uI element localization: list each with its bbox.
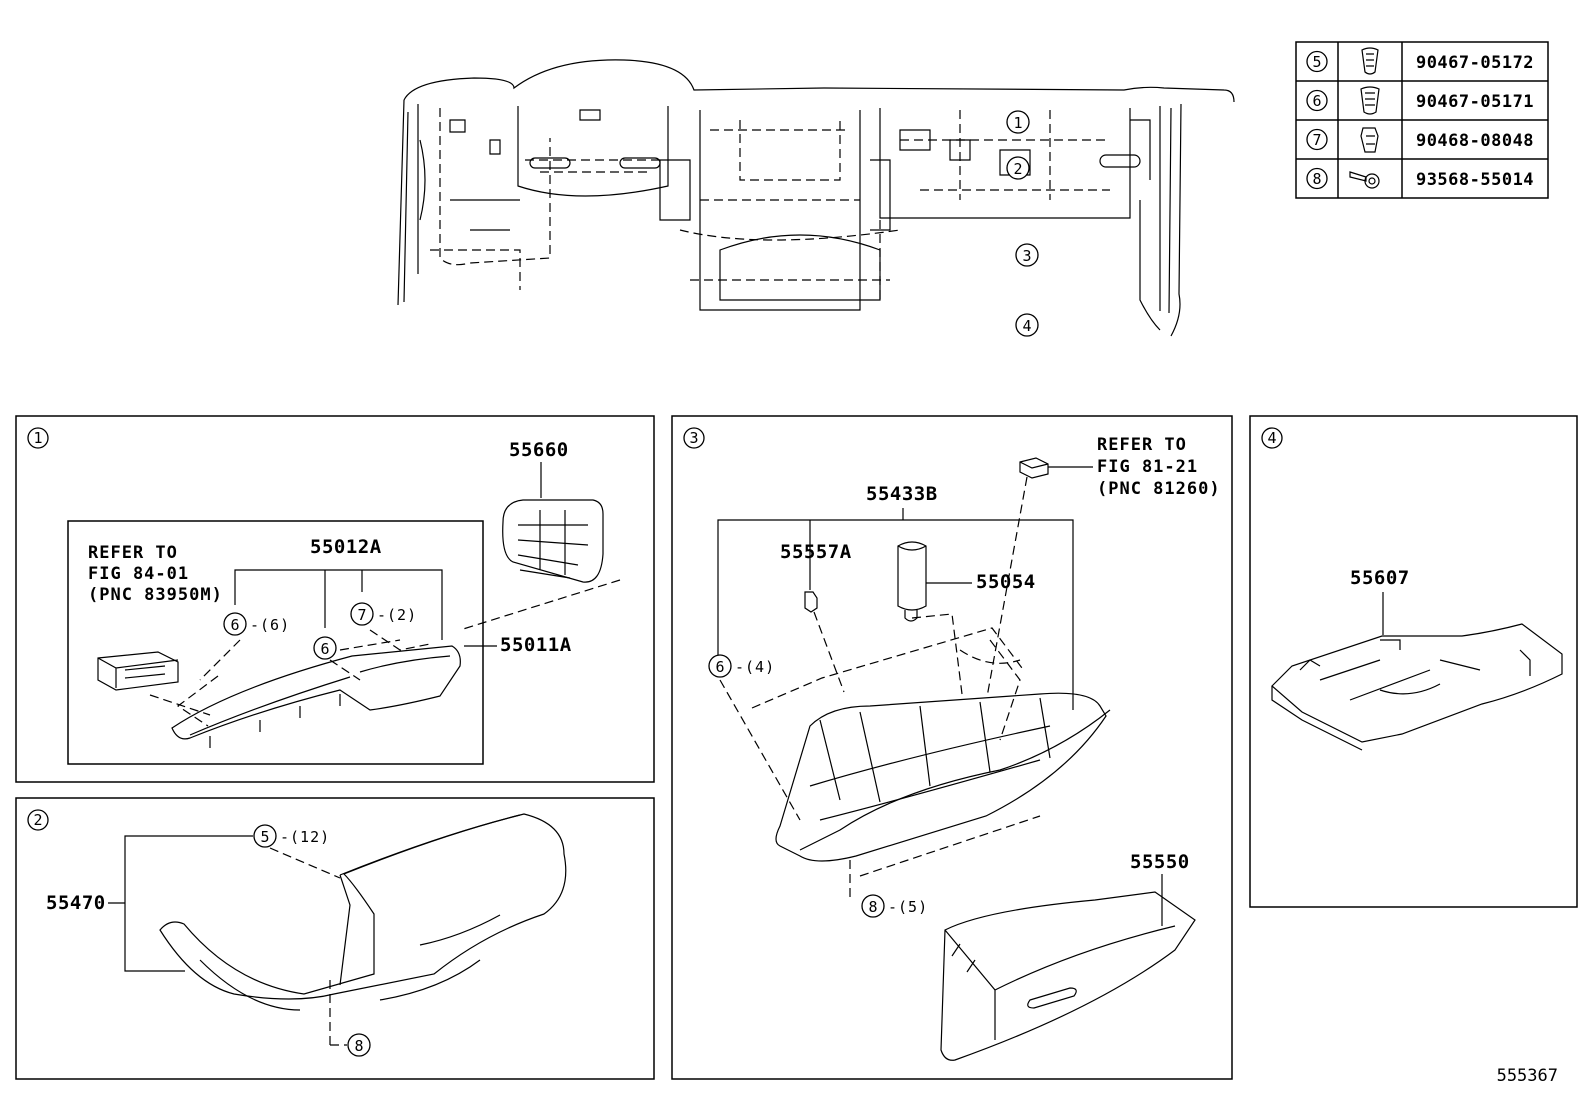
svg-text:1: 1 — [1013, 114, 1022, 132]
fastener-row: 8 93568-55014 — [1306, 167, 1534, 190]
fastener-row: 5 90467-05172 — [1306, 47, 1534, 75]
clip-icon — [1360, 86, 1380, 115]
fastener-ref: 8 — [1312, 170, 1321, 188]
overview-callout: 4 — [1015, 313, 1039, 337]
glovebox-frame-drawing — [775, 692, 1111, 862]
fastener-ref: 7 — [1312, 131, 1321, 149]
fastener-part-number: 90467-05172 — [1416, 53, 1534, 73]
trim-panel-drawing — [171, 645, 461, 748]
clip-icon — [1360, 127, 1379, 153]
svg-text:-(4): -(4) — [735, 658, 775, 676]
svg-text:7: 7 — [357, 606, 366, 624]
svg-text:8: 8 — [354, 1037, 363, 1055]
part-number: 55607 — [1350, 567, 1410, 589]
svg-text:-(12): -(12) — [280, 828, 330, 846]
leader-lines — [149, 579, 621, 727]
refer-note: (PNC 81260) — [1097, 479, 1221, 499]
svg-text:4: 4 — [1022, 317, 1031, 335]
svg-text:5: 5 — [260, 828, 269, 846]
svg-text:-(5): -(5) — [888, 898, 928, 916]
clip-icon — [1361, 47, 1379, 75]
clip-callout: 8 — [347, 1033, 371, 1057]
damper-drawing — [897, 541, 927, 622]
fastener-part-number: 93568-55014 — [1416, 170, 1534, 190]
part-number: 55470 — [46, 892, 106, 914]
panel-ref: 3 — [689, 429, 698, 447]
refer-note: (PNC 83950M) — [88, 585, 223, 605]
refer-note: REFER TO — [88, 543, 178, 563]
svg-text:3: 3 — [1022, 247, 1031, 265]
switch-drawing — [97, 651, 179, 691]
diagram-code: 555367 — [1497, 1066, 1558, 1086]
svg-text:2: 2 — [1013, 160, 1022, 178]
part-number: 55011A — [500, 634, 572, 656]
panel-3: 3 REFER TO FIG 81-21 (PNC 81260) 55433B … — [671, 415, 1233, 1080]
svg-text:6: 6 — [715, 658, 724, 676]
clip-callout: 6 -(6) — [223, 612, 290, 636]
fastener-ref: 6 — [1312, 92, 1321, 110]
clip-callout: 6 — [313, 636, 337, 660]
dashboard-frame-drawing — [397, 59, 1235, 337]
fastener-part-number: 90467-05171 — [1416, 92, 1534, 112]
subassembly-box — [67, 520, 484, 765]
panel-ref: 1 — [33, 429, 42, 447]
part-number: 55557A — [780, 541, 852, 563]
fastener-ref: 5 — [1312, 53, 1321, 71]
svg-text:8: 8 — [868, 898, 877, 916]
refer-note: FIG 84-01 — [88, 564, 189, 584]
svg-text:6: 6 — [320, 640, 329, 658]
panel-1: 1 55660 REFER TO FIG 84-01 (PNC 83950M) … — [15, 415, 655, 783]
clip-callout: 7 -(2) — [350, 602, 417, 626]
clip-callout: 8 -(5) — [861, 894, 928, 918]
refer-note: FIG 81-21 — [1097, 457, 1198, 477]
clip-callout: 5 -(12) — [253, 824, 330, 848]
panel-ref: 2 — [33, 811, 42, 829]
part-number: 55054 — [976, 571, 1036, 593]
vent-drawing — [502, 499, 604, 583]
glovebox-door-drawing — [940, 891, 1196, 1061]
overview-callout: 2 — [1006, 156, 1030, 180]
panel-ref: 4 — [1267, 429, 1276, 447]
svg-text:-(2): -(2) — [377, 606, 417, 624]
clip-callout: 6 -(4) — [708, 654, 775, 678]
refer-note: REFER TO — [1097, 435, 1187, 455]
bumper-drawing — [804, 591, 818, 613]
switch-drawing — [1019, 457, 1049, 479]
part-number: 55433B — [866, 483, 938, 505]
panel-4: 4 55607 — [1249, 415, 1578, 908]
overview-callout: 3 — [1015, 243, 1039, 267]
overview-callout: 1 — [1006, 110, 1030, 134]
fastener-table — [1295, 41, 1549, 199]
svg-text:6: 6 — [230, 616, 239, 634]
panel-2: 2 5 -(12) 55470 8 — [15, 797, 655, 1080]
part-number: 55660 — [509, 439, 569, 461]
part-number: 55550 — [1130, 851, 1190, 873]
overview-callouts: 1 2 3 4 — [1006, 110, 1039, 337]
fastener-row: 6 90467-05171 — [1306, 86, 1534, 115]
fastener-part-number: 90468-08048 — [1416, 131, 1534, 151]
fastener-row: 7 90468-08048 — [1306, 127, 1534, 153]
lower-cover-drawing — [159, 813, 567, 1011]
part-number: 55012A — [310, 536, 382, 558]
svg-text:-(6): -(6) — [250, 616, 290, 634]
under-cover-drawing — [1271, 623, 1563, 751]
screw-icon — [1349, 171, 1380, 189]
